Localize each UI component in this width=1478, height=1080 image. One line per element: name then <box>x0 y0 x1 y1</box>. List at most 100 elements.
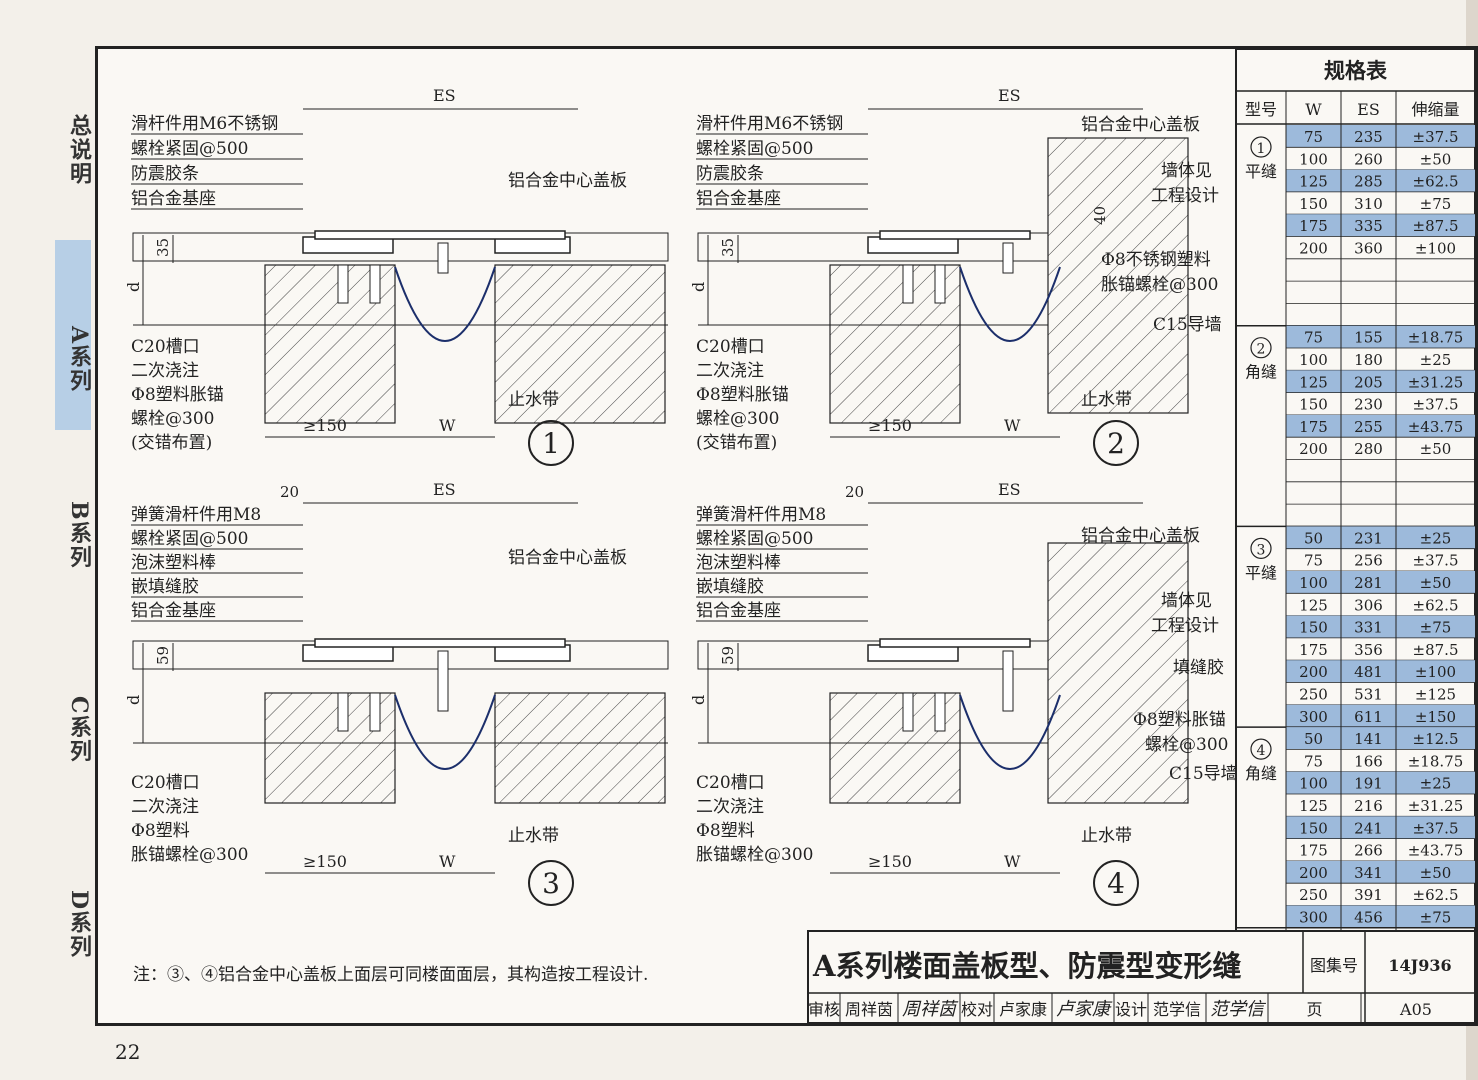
height-dimension-label: 35 <box>719 238 737 257</box>
sidebar-tab-general[interactable]: 总说明 <box>66 114 92 186</box>
atlas-number-label: 图集号 <box>1310 956 1358 975</box>
cover-plate-label: 铝合金中心盖板 <box>508 548 627 568</box>
table-cell: 256 <box>1354 552 1383 570</box>
highlight-cell <box>1396 905 1475 928</box>
table-cell: ±31.25 <box>1408 797 1464 815</box>
table-cell: ±50 <box>1420 864 1452 882</box>
sidebar-tab-c-series[interactable]: C系列 <box>66 696 92 764</box>
group-number-circle <box>1250 537 1272 560</box>
sliding-bolt <box>437 242 449 274</box>
signature: 周祥茵 <box>902 999 959 1020</box>
detail-number: 3 <box>542 867 560 900</box>
highlight-cell <box>1286 414 1341 438</box>
cover-plate-label: 铝合金中心盖板 <box>1081 115 1200 135</box>
title-block <box>807 930 1476 1024</box>
table-cell: 456 <box>1354 909 1383 927</box>
highlight-cell <box>1286 905 1341 928</box>
table-cell: 125 <box>1299 596 1328 614</box>
anchor-bolt <box>902 264 914 304</box>
table-cell: 100 <box>1299 574 1328 592</box>
callout-label: 泡沫塑料棒 <box>131 553 216 573</box>
depth-dimension-label: d <box>689 695 708 705</box>
table-cell: ±87.5 <box>1413 641 1459 659</box>
table-cell: 150 <box>1299 619 1328 637</box>
callout-label: 螺栓@300 <box>131 409 214 429</box>
table-header: 伸缩量 <box>1411 100 1459 119</box>
highlight-cell <box>1286 704 1341 728</box>
sidebar-tab-b-series[interactable]: B系列 <box>66 500 92 570</box>
group-name: 平缝 <box>1245 162 1277 181</box>
table-cell: 360 <box>1354 240 1383 258</box>
callout-label: 二次浇注 <box>696 361 764 381</box>
page-number: 22 <box>115 1040 141 1064</box>
callout-label: 胀锚螺栓@300 <box>696 845 813 865</box>
callout-label: 铝合金基座 <box>131 601 216 621</box>
anchor-bolt <box>934 264 946 304</box>
table-cell: 531 <box>1354 686 1383 704</box>
table-header: ES <box>1357 100 1380 119</box>
callout-label: 铝合金基座 <box>131 189 216 209</box>
callout-label: 二次浇注 <box>131 797 199 817</box>
table-cell: 75 <box>1304 552 1323 570</box>
highlight-cell <box>1396 660 1475 683</box>
highlight-cell <box>1341 615 1396 638</box>
height-dimension-label: 59 <box>719 646 737 665</box>
callout-label: 铝合金基座 <box>696 601 781 621</box>
callout-label: C20槽口 <box>131 337 200 357</box>
table-cell: 180 <box>1354 351 1383 369</box>
title-block-cell: 校对 <box>961 1000 993 1019</box>
highlight-cell <box>1341 325 1396 348</box>
wall-label: 工程设计 <box>1151 186 1219 206</box>
highlight-cell <box>1396 125 1475 148</box>
waterstop-label: 止水带 <box>1081 826 1132 846</box>
sidebar-tab-d-series[interactable]: D系列 <box>66 890 92 960</box>
table-cell: 150 <box>1299 819 1328 837</box>
table-cell: 166 <box>1354 752 1383 770</box>
detail-number: 4 <box>1107 867 1125 900</box>
highlight-cell <box>1341 660 1396 683</box>
table-cell: 100 <box>1299 775 1328 793</box>
w-dimension-label: W <box>1004 416 1021 435</box>
table-cell: 191 <box>1354 775 1383 793</box>
table-cell: 75 <box>1304 128 1323 146</box>
table-header: W <box>1305 100 1322 119</box>
table-cell: ±87.5 <box>1413 217 1459 235</box>
min-dimension-label: ≥150 <box>303 416 347 435</box>
table-cell: 175 <box>1299 641 1328 659</box>
table-cell: ±18.75 <box>1408 329 1464 347</box>
w-dimension-label: W <box>439 852 456 871</box>
table-cell: ±25 <box>1420 529 1452 547</box>
group-number: 3 <box>1257 542 1266 558</box>
highlight-cell <box>1341 125 1396 148</box>
table-cell: 75 <box>1304 329 1323 347</box>
title-block-cell: 设计 <box>1115 1000 1147 1019</box>
highlight-cell <box>1341 414 1396 438</box>
table-cell: 611 <box>1354 708 1383 726</box>
title-block-cell: 周祥茵 <box>845 1000 893 1019</box>
highlight-cell <box>1396 771 1475 794</box>
detail-number-circle <box>1093 860 1139 906</box>
table-cell: ±150 <box>1415 708 1456 726</box>
sidebar-tab-a-series[interactable]: A系列 <box>55 240 92 430</box>
table-cell: ±100 <box>1415 663 1456 681</box>
table-cell: 241 <box>1354 819 1383 837</box>
wall-concrete <box>1047 137 1189 414</box>
table-cell: ±43.75 <box>1408 842 1464 860</box>
anchor-label: 螺栓@300 <box>1145 735 1228 755</box>
highlight-cell <box>1286 571 1341 594</box>
table-cell: 175 <box>1299 418 1328 436</box>
anchor-bolt <box>934 692 946 732</box>
table-cell: 200 <box>1299 240 1328 258</box>
highlight-cell <box>1396 169 1475 192</box>
signature: 卢家康 <box>1056 999 1113 1020</box>
anchor-bolt <box>902 692 914 732</box>
depth-dimension-label: d <box>124 282 143 292</box>
callout-label: 二次浇注 <box>131 361 199 381</box>
min-dimension-label: ≥150 <box>868 852 912 871</box>
wall-label: 墙体见 <box>1161 161 1212 181</box>
es-dimension-label: ES <box>433 86 456 105</box>
anchor-label: Φ8不锈钢塑料 <box>1101 250 1211 270</box>
table-cell: 125 <box>1299 173 1328 191</box>
table-cell: 341 <box>1354 864 1383 882</box>
